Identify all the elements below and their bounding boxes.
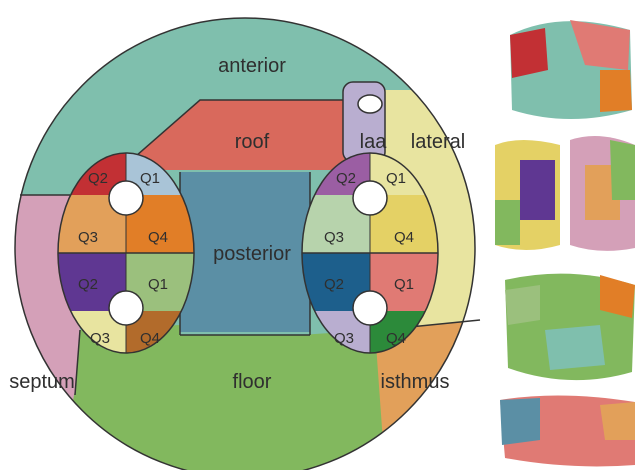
left-lower-q4: Q4 [140, 330, 160, 347]
left-upper-q3: Q3 [78, 229, 98, 246]
right-pv-circle [302, 150, 438, 356]
right-lower-q3: Q3 [334, 330, 354, 347]
right-upper-q2: Q2 [336, 170, 356, 187]
left-lower-q3: Q3 [90, 330, 110, 347]
right-upper-q1: Q1 [386, 170, 406, 187]
right-upper-q3: Q3 [324, 229, 344, 246]
mesh-render-3 [570, 136, 635, 251]
right-lower-q2: Q2 [324, 276, 344, 293]
septum-label: septum [9, 371, 75, 393]
anterior-label: anterior [218, 55, 286, 77]
left-pv-circle [58, 150, 194, 356]
left-lower-q1: Q1 [148, 276, 168, 293]
mesh-render-4 [505, 274, 635, 381]
laa-label: laa [360, 131, 388, 153]
mesh-render-1 [510, 20, 632, 119]
posterior-label: posterior [213, 243, 291, 265]
isthmus-label: isthmus [381, 371, 450, 393]
mesh-render-5 [500, 395, 635, 466]
left-upper-q1: Q1 [140, 170, 160, 187]
right-lower-q1: Q1 [394, 276, 414, 293]
left-lower-q2: Q2 [78, 276, 98, 293]
left-upper-q4: Q4 [148, 229, 168, 246]
mesh-render-2 [495, 140, 560, 250]
left-upper-q2: Q2 [88, 170, 108, 187]
right-upper-q4: Q4 [394, 229, 414, 246]
floor-label: floor [233, 371, 272, 393]
lateral-label: lateral [411, 131, 465, 153]
right-lower-q4: Q4 [386, 330, 406, 347]
roof-label: roof [235, 131, 270, 153]
